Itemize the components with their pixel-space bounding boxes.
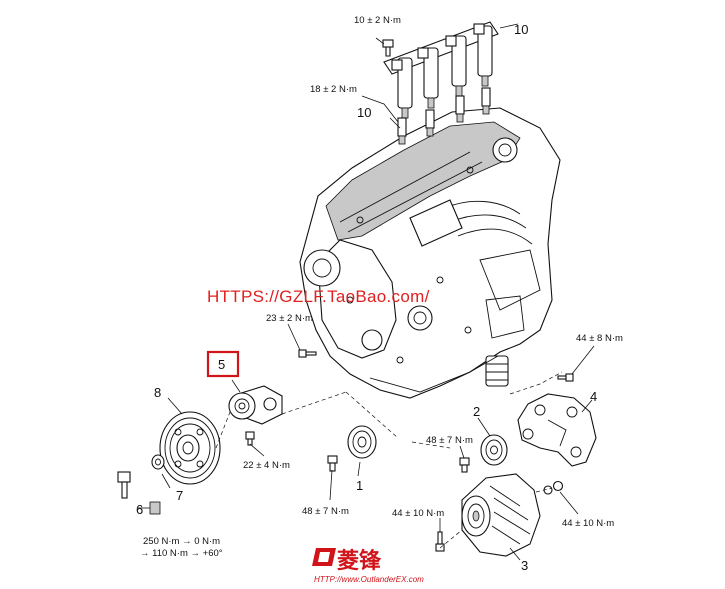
torque-coil-bolt: 10 ± 2 N·m <box>354 15 401 26</box>
tensioner-pulley <box>459 434 508 473</box>
engine-block <box>299 107 561 399</box>
torque-tensioner-bolt: 22 ± 4 N·m <box>243 460 290 471</box>
idler-pulley <box>327 425 377 472</box>
pulley-bolt <box>459 457 470 473</box>
crankshaft-bolt <box>117 471 161 515</box>
upper-bolt <box>298 349 317 358</box>
callout-9: 10 <box>514 22 528 37</box>
alternator <box>435 473 564 557</box>
torque-spark-plug: 18 ± 2 N·m <box>310 84 357 95</box>
callout-8: 8 <box>154 385 161 400</box>
highlight-box-5: 5 <box>206 350 240 378</box>
spark-plug <box>481 87 491 115</box>
ignition-coil <box>477 25 493 87</box>
alternator-bracket <box>517 393 597 467</box>
torque-crank-line1: 250 N·m → 0 N·m <box>143 536 220 547</box>
belt-tensioner <box>228 385 283 446</box>
leader-lines <box>138 23 595 561</box>
torque-idler-bolt: 48 ± 7 N·m <box>302 506 349 517</box>
callout-5: 5 <box>218 357 225 372</box>
torque-upper-bolt: 23 ± 2 N·m <box>266 313 313 324</box>
spark-plug <box>425 109 435 137</box>
brand-logo: 菱锋 HTTP://www.OutlanderEX.com <box>312 548 424 584</box>
spark-plug <box>397 117 407 145</box>
coil-bolt <box>382 39 394 57</box>
crankshaft-pulley <box>159 411 221 485</box>
right-bolt <box>557 373 574 382</box>
callout-number-10: 10 <box>357 105 371 120</box>
callout-2: 2 <box>473 404 480 419</box>
logo-text: 菱锋 <box>337 548 382 574</box>
alternator-bolt <box>435 531 445 552</box>
torque-right-bolt: 44 ± 8 N·m <box>576 333 623 344</box>
alternator-nut <box>543 480 564 495</box>
pulley-washer <box>151 454 165 470</box>
ignition-coil <box>423 47 439 109</box>
spark-plug-set <box>397 87 491 145</box>
tensioner-bolt <box>245 431 255 446</box>
torque-alt-bolt-right: 44 ± 10 N·m <box>562 518 614 529</box>
ignition-coil-set <box>382 21 499 119</box>
torque-pulley-bolt: 48 ± 7 N·m <box>426 435 473 446</box>
callout-3: 3 <box>521 558 528 573</box>
idler-bolt <box>327 455 338 472</box>
torque-crank-line2: → 110 N·m → +60° <box>140 548 223 559</box>
torque-alt-bolt-left: 44 ± 10 N·m <box>392 508 444 519</box>
callout-4: 4 <box>590 389 597 404</box>
callout-1: 1 <box>356 478 363 493</box>
callout-7: 7 <box>176 488 183 503</box>
spark-plug <box>455 95 465 123</box>
logo-url: HTTP://www.OutlanderEX.com <box>314 575 424 584</box>
callout-6: 6 <box>136 502 143 517</box>
watermark-url: HTTPS://GZLF.TaoBao.com/ <box>207 287 430 306</box>
